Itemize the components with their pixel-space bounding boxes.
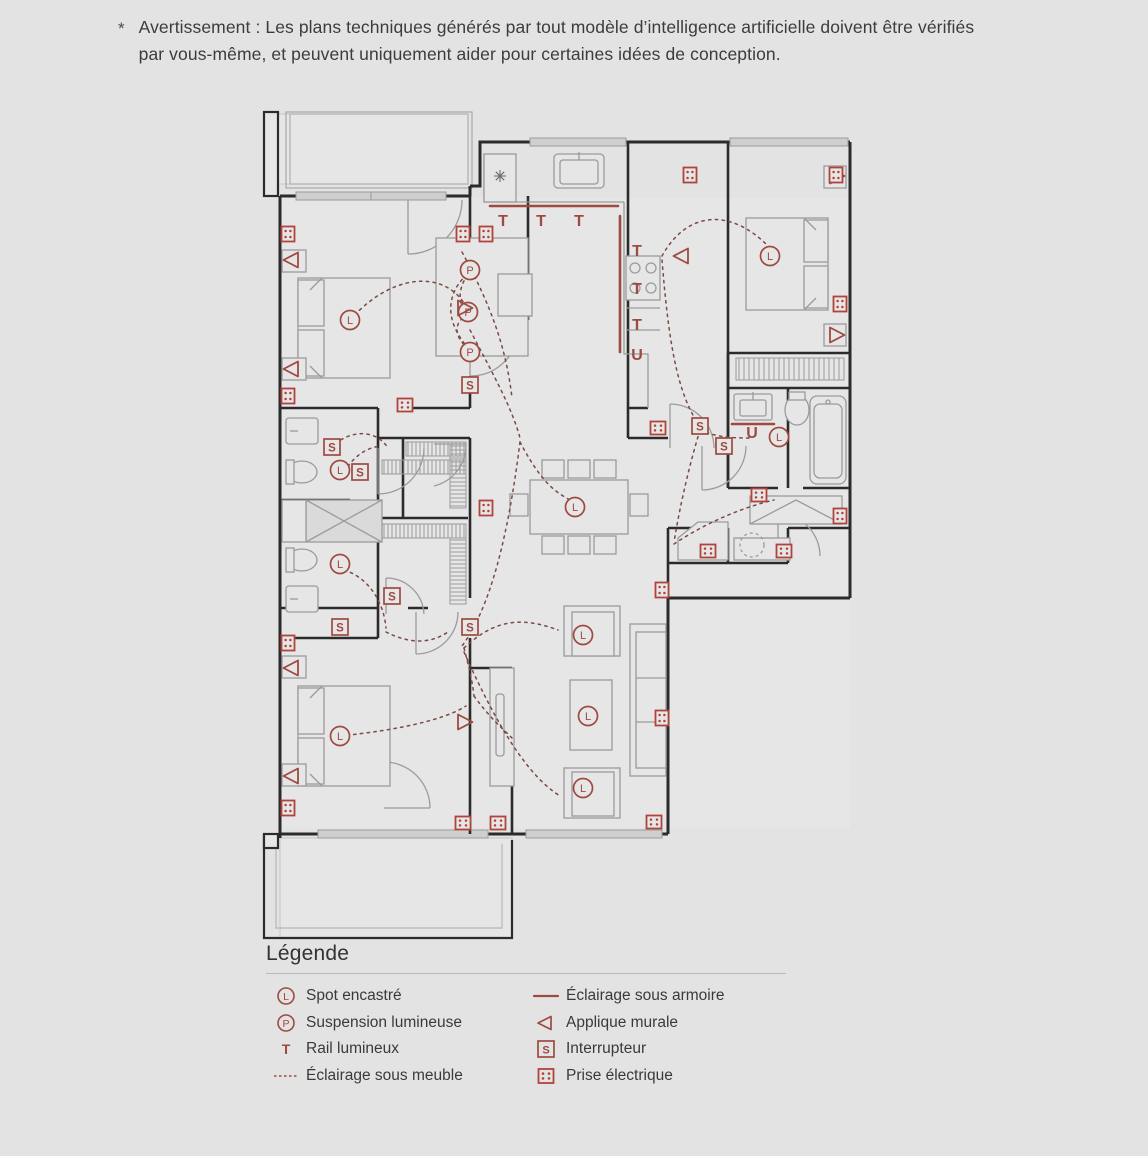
legend-item-track-light: T Rail lumineux <box>266 1036 526 1063</box>
recessed-spot-icon <box>329 725 351 747</box>
outlet-icon <box>682 166 698 184</box>
outlet-icon <box>280 225 296 243</box>
outlet-icon <box>280 387 296 405</box>
outlet-icon <box>832 507 848 525</box>
legend-item-recessed-spot: L Spot encastré <box>266 983 526 1010</box>
legend-item-under-cabinet-light: Éclairage sous armoire <box>526 983 786 1010</box>
recessed-spot-icon <box>759 245 781 267</box>
outlet-icon <box>649 420 667 436</box>
outlet-icon <box>478 499 494 517</box>
pendant-light-icon <box>459 341 481 363</box>
under-cabinet-line-icon <box>526 985 566 1007</box>
legend-item-pendant: P Suspension lumineuse <box>266 1010 526 1037</box>
outlet-icon <box>455 225 471 243</box>
outlet-icon <box>750 487 768 503</box>
legend-label: Applique murale <box>566 1013 679 1031</box>
disclaimer-text: Avertissement : Les plans techniques gén… <box>138 17 975 64</box>
track-mark: T <box>574 213 584 230</box>
legend-title: Légende <box>266 942 350 965</box>
legend-label: Spot encastré <box>306 987 402 1005</box>
legend-label: Interrupteur <box>566 1040 647 1058</box>
recessed-spot-icon <box>572 624 594 646</box>
legend-label: Suspension lumineuse <box>306 1013 462 1031</box>
switch-icon <box>383 587 401 605</box>
recessed-spot-icon <box>339 309 361 331</box>
outlet-icon <box>654 709 670 727</box>
track-mark-end: U <box>631 347 643 364</box>
legend-divider <box>266 973 786 974</box>
legend-item-under-furniture-light: Éclairage sous meuble <box>266 1063 526 1090</box>
recessed-spot-icon <box>572 777 594 799</box>
svg-text:T: T <box>282 1041 291 1057</box>
balcony-top-left <box>262 110 473 198</box>
svg-text:L: L <box>283 991 289 1003</box>
bathrooms-left-fixtures <box>281 417 383 613</box>
track-mark: T <box>632 317 642 334</box>
wall-sconce-icon <box>526 1012 566 1034</box>
kitchen <box>435 152 661 408</box>
legend-label: Prise électrique <box>566 1066 673 1084</box>
recessed-spot-icon <box>577 705 599 727</box>
legend-label: Éclairage sous armoire <box>566 987 725 1005</box>
switch-icon: S <box>526 1038 566 1060</box>
disclaimer-banner: * Avertissement : Les plans techniques g… <box>118 14 998 67</box>
switch-icon <box>715 437 733 455</box>
track-mark-end: U <box>746 425 758 442</box>
outlet-icon <box>775 543 793 559</box>
outlet-icon <box>489 815 507 831</box>
outlet-icon <box>478 225 494 243</box>
switch-icon <box>461 618 479 636</box>
floor-plan: L P S <box>258 108 870 948</box>
outlet-icon <box>526 1065 566 1087</box>
switch-icon <box>351 463 369 481</box>
outlet-icon <box>280 634 296 652</box>
outlet-icon <box>832 295 848 313</box>
track-mark: T <box>632 243 642 260</box>
floor-plan-svg: L P S <box>258 108 870 948</box>
outlet-icon <box>828 166 844 184</box>
recessed-spot-icon <box>329 553 351 575</box>
circuit-runs <box>329 218 775 797</box>
recessed-spot-icon <box>564 496 586 518</box>
ensuite-fixtures <box>733 391 847 485</box>
closets <box>381 357 845 605</box>
legend-panel: Légende L Spot encastré P <box>266 942 786 1089</box>
under-cabinet-dotted-icon <box>266 1065 306 1087</box>
pendant-light-icon <box>459 259 481 281</box>
svg-text:P: P <box>282 1018 289 1030</box>
legend-item-outlet: Prise électrique <box>526 1063 786 1090</box>
switch-icon <box>323 438 341 456</box>
legend-item-switch: S Interrupteur <box>526 1036 786 1063</box>
pendant-light-icon: P <box>266 1012 306 1034</box>
recessed-spot-icon <box>768 426 790 448</box>
legend-right-column: Éclairage sous armoire Applique murale S <box>526 983 786 1089</box>
legend-label: Rail lumineux <box>306 1040 400 1058</box>
outlet-icon <box>454 815 472 831</box>
outlet-icon <box>280 799 296 817</box>
track-mark: T <box>536 213 546 230</box>
legend-left-column: L Spot encastré P Suspension lumineuse <box>266 983 526 1089</box>
track-light-icon: T <box>266 1038 306 1060</box>
outlet-icon <box>699 543 717 559</box>
legend-item-wall-sconce: Applique murale <box>526 1010 786 1037</box>
recessed-spot-icon: L <box>266 985 306 1007</box>
bedroom-top-left-furniture <box>281 249 391 381</box>
balcony-bottom <box>262 832 514 940</box>
track-light-marks: T T T T T T U U <box>498 213 758 442</box>
legend-label: Éclairage sous meuble <box>306 1066 463 1084</box>
track-mark: T <box>498 213 508 230</box>
track-mark: T <box>632 281 642 298</box>
svg-text:S: S <box>542 1045 549 1057</box>
switch-icon <box>691 417 709 435</box>
switch-icon <box>461 376 479 394</box>
windows <box>295 137 849 839</box>
asterisk-icon: * <box>118 19 125 38</box>
under-cabinet-light-strips <box>488 204 622 354</box>
recessed-spot-icon <box>329 459 351 481</box>
outlet-icon <box>654 581 670 599</box>
outlet-icon <box>645 814 663 830</box>
entry-furniture <box>677 495 843 561</box>
outlet-icon <box>396 397 414 413</box>
switch-icon <box>331 618 349 636</box>
